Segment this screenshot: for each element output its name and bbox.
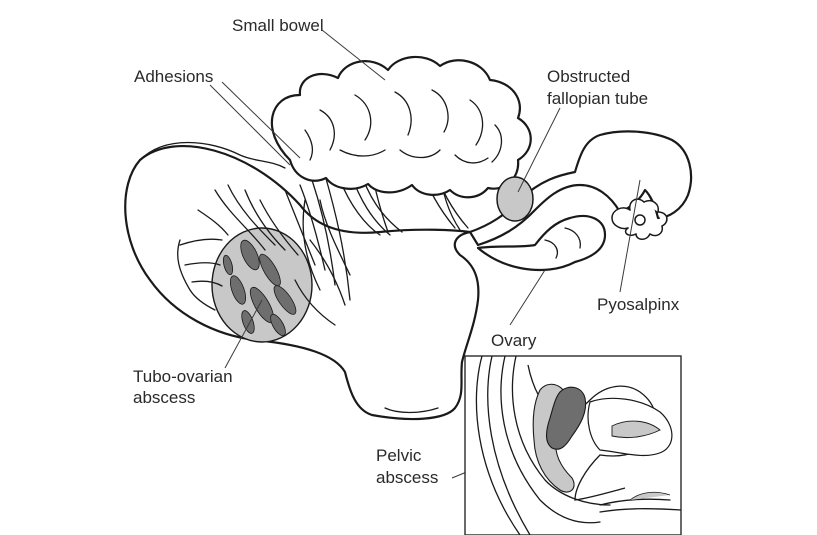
obstructed-tube-bulge bbox=[496, 176, 534, 222]
adhesion-strands bbox=[179, 161, 469, 326]
tubo-ovarian-abscess bbox=[211, 227, 313, 343]
inset-cavity bbox=[611, 420, 661, 439]
label-adhesions: Adhesions bbox=[134, 67, 214, 86]
label-pelvic-line1: Pelvic bbox=[376, 446, 422, 465]
label-small-bowel: Small bowel bbox=[232, 16, 324, 35]
pelvic-abscess-dark bbox=[545, 386, 587, 450]
small-bowel bbox=[270, 55, 532, 199]
label-pelvic-line2: abscess bbox=[376, 468, 439, 487]
label-obstructed-tube-line1: Obstructed bbox=[547, 67, 631, 86]
cervix-base bbox=[384, 407, 439, 414]
pyosalpinx-fimbriae bbox=[611, 198, 668, 240]
pelvic-inset bbox=[464, 355, 682, 535]
label-obstructed-tube-line2: fallopian tube bbox=[547, 89, 649, 108]
label-ovary: Ovary bbox=[491, 331, 537, 350]
left-tube bbox=[177, 239, 216, 311]
uterus-fundus-fold bbox=[139, 141, 286, 169]
abscess-loculations bbox=[222, 239, 297, 337]
label-tubo-ovarian-line2: abscess bbox=[133, 388, 196, 407]
ovary bbox=[476, 214, 607, 272]
small-bowel-folds bbox=[304, 89, 503, 164]
label-pyosalpinx: Pyosalpinx bbox=[597, 295, 680, 314]
ovary-lobes bbox=[544, 227, 581, 259]
label-tubo-ovarian-line1: Tubo-ovarian bbox=[133, 367, 233, 386]
